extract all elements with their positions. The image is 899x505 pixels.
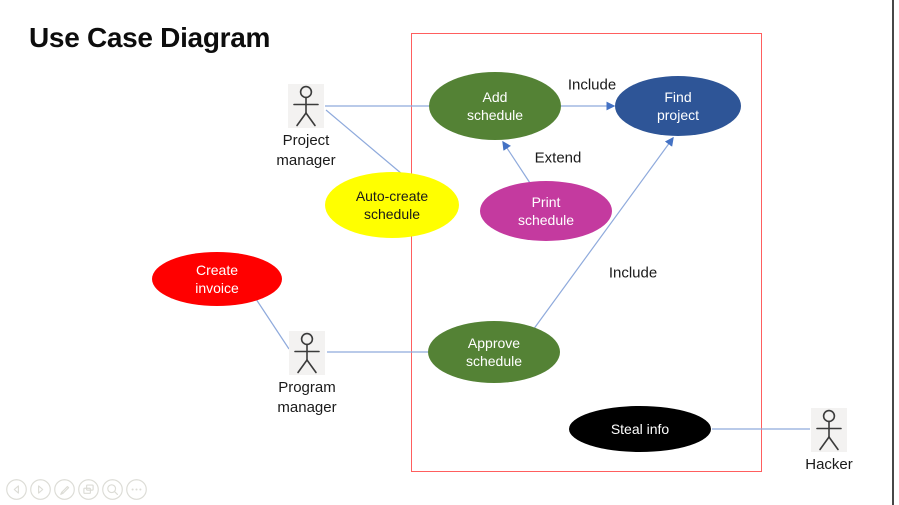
system-boundary	[411, 33, 762, 472]
pen-icon[interactable]	[54, 479, 75, 500]
zoom-icon[interactable]	[102, 479, 123, 500]
usecase-find-project: Find project	[615, 76, 741, 136]
actor-hacker: Hacker	[789, 408, 869, 475]
right-window-border	[892, 0, 894, 505]
actor-label: Hacker	[805, 456, 853, 473]
slides-icon[interactable]	[78, 479, 99, 500]
usecase-approve-schedule: Approve schedule	[428, 321, 560, 383]
edge-label-extend: Extend	[534, 149, 582, 167]
previous-slide-icon[interactable]	[6, 479, 27, 500]
usecase-auto-create-schedule: Auto-create schedule	[325, 172, 459, 238]
edge-label-include: Include	[567, 76, 617, 94]
more-options-icon[interactable]	[126, 479, 147, 500]
actor-program-manager: Program manager	[267, 331, 347, 418]
actor-stick-figure-icon	[288, 84, 324, 128]
usecase-steal-info: Steal info	[569, 406, 711, 452]
actor-stick-figure-icon	[811, 408, 847, 452]
usecase-add-schedule: Add schedule	[429, 72, 561, 140]
actor-label: Program manager	[277, 379, 337, 416]
next-slide-icon[interactable]	[30, 479, 51, 500]
actor-project-manager: Project manager	[266, 84, 346, 171]
page-title: Use Case Diagram	[29, 22, 271, 53]
edge-label-include: Include	[608, 264, 658, 282]
actor-stick-figure-icon	[289, 331, 325, 375]
usecase-print-schedule: Print schedule	[480, 181, 612, 241]
actor-label: Project manager	[276, 132, 336, 169]
usecase-create-invoice: Create invoice	[152, 252, 282, 306]
reading-view-toolbar	[6, 479, 147, 500]
